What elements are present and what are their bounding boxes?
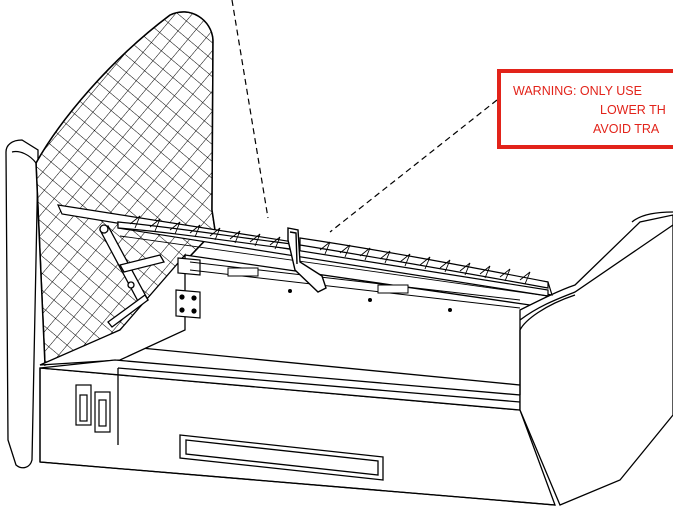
warning-label: WARNING: ONLY USE LOWER TH AVOID TRA [497, 69, 673, 149]
lift-brackets [75, 257, 201, 433]
front-handle-recess [179, 434, 384, 481]
bed-base [39, 253, 556, 506]
warning-line-1: WARNING: ONLY USE [513, 84, 642, 98]
leader-lines [231, 0, 498, 233]
back-rail [189, 261, 521, 312]
slatted-lid [57, 204, 553, 297]
pull-strap-icon [287, 227, 327, 293]
warning-line-3: AVOID TRA [593, 122, 660, 136]
footboard [519, 211, 673, 506]
warning-line-2: LOWER TH [600, 103, 666, 117]
gas-strut-icon [99, 224, 165, 328]
headboard-side-panel [5, 139, 39, 469]
